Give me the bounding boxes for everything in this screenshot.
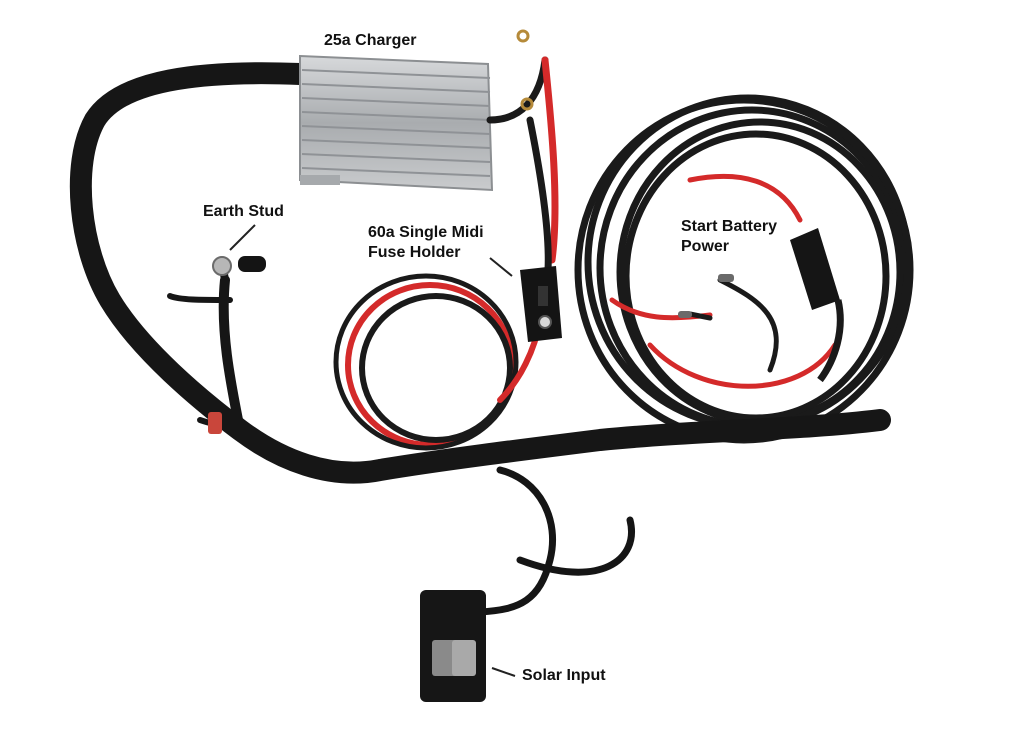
callout-lines <box>229 224 516 677</box>
earth-stud-label: Earth Stud <box>203 202 284 222</box>
spade-terminal <box>208 412 222 434</box>
start-battery-cable-coil <box>574 94 914 444</box>
start-battery-fuse <box>790 228 844 383</box>
start-battery-terminal-a <box>718 274 734 282</box>
fuse-holder-label: 60a Single Midi Fuse Holder <box>368 223 484 263</box>
start-battery-terminal-b <box>678 311 692 318</box>
charger-label: 25a Charger <box>324 31 417 51</box>
ring-terminal-mid <box>520 97 534 111</box>
earth-stud-label-text: Earth Stud <box>203 203 284 220</box>
start-battery-label: Start Battery Power <box>681 217 777 257</box>
fuse-holder <box>520 266 562 342</box>
charger-unit <box>299 54 494 192</box>
solar-input-label-text: Solar Input <box>522 667 606 684</box>
solar-lead <box>476 466 635 616</box>
charger-output-cables <box>486 56 559 274</box>
start-battery-label-line2: Power <box>681 238 730 255</box>
start-battery-leads <box>687 277 779 373</box>
fuse-holder-label-line1: 60a Single Midi <box>368 224 484 241</box>
earth-stud <box>212 256 266 276</box>
ring-terminal-top <box>516 29 530 43</box>
red-black-coil <box>333 273 543 451</box>
start-battery-label-line1: Start Battery <box>681 218 778 235</box>
charger-label-text: 25a Charger <box>324 32 417 49</box>
solar-input-label: Solar Input <box>522 666 606 686</box>
fuse-holder-label-line2: Fuse Holder <box>368 244 461 261</box>
solar-input-plug <box>420 590 486 702</box>
